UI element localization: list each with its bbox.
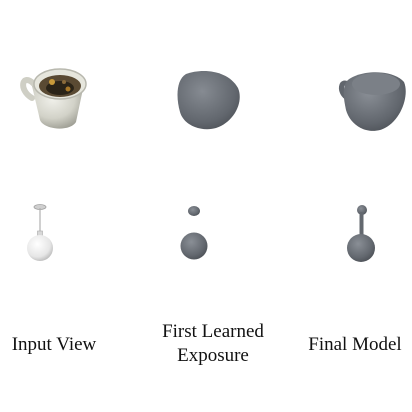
final-model-lamp-reconstruction <box>342 200 378 268</box>
column-label-first-learned-exposure-line-1: First Learned <box>162 321 264 342</box>
column-label-first-learned-exposure: First Learned Exposure <box>145 320 281 368</box>
first-learned-exposure-lamp-reconstruction <box>176 202 212 266</box>
input-view-lamp-image <box>22 198 58 268</box>
column-label-final-model: Final Model <box>300 333 410 357</box>
column-label-first-learned-exposure-line-2: Exposure <box>177 345 249 366</box>
column-label-input-view: Input View <box>2 333 106 357</box>
column-label-final-model-line-1: Final Model <box>308 334 402 355</box>
column-label-input-view-line-1: Input View <box>11 334 97 355</box>
final-model-mug-reconstruction <box>336 66 412 136</box>
input-view-mug-image <box>18 62 94 134</box>
first-learned-exposure-mug-reconstruction <box>172 68 244 134</box>
